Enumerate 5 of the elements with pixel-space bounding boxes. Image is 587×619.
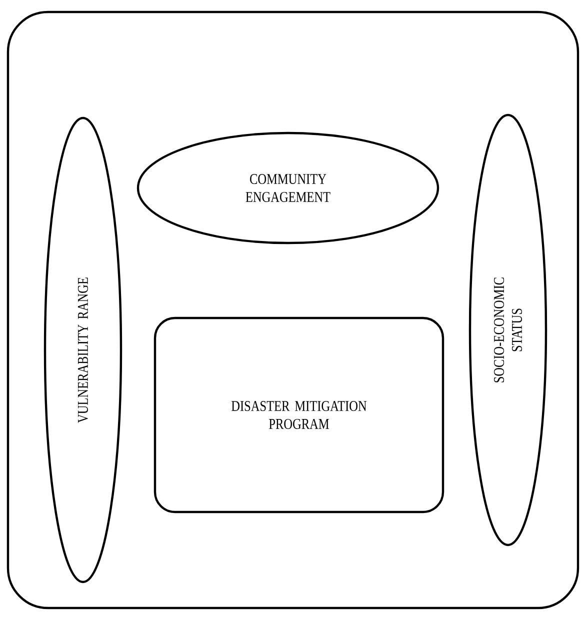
process-box: DISASTER MITIGATION PROGRAM [154, 316, 444, 514]
ellipse-node: SOCIO-ECONOMIC STATUS [468, 114, 548, 546]
ellipse-node: COMMUNITY ENGAGEMENT [136, 132, 440, 244]
outer-frame [6, 10, 580, 610]
ellipse-node: VULNERABILITY RANGE [44, 116, 122, 584]
